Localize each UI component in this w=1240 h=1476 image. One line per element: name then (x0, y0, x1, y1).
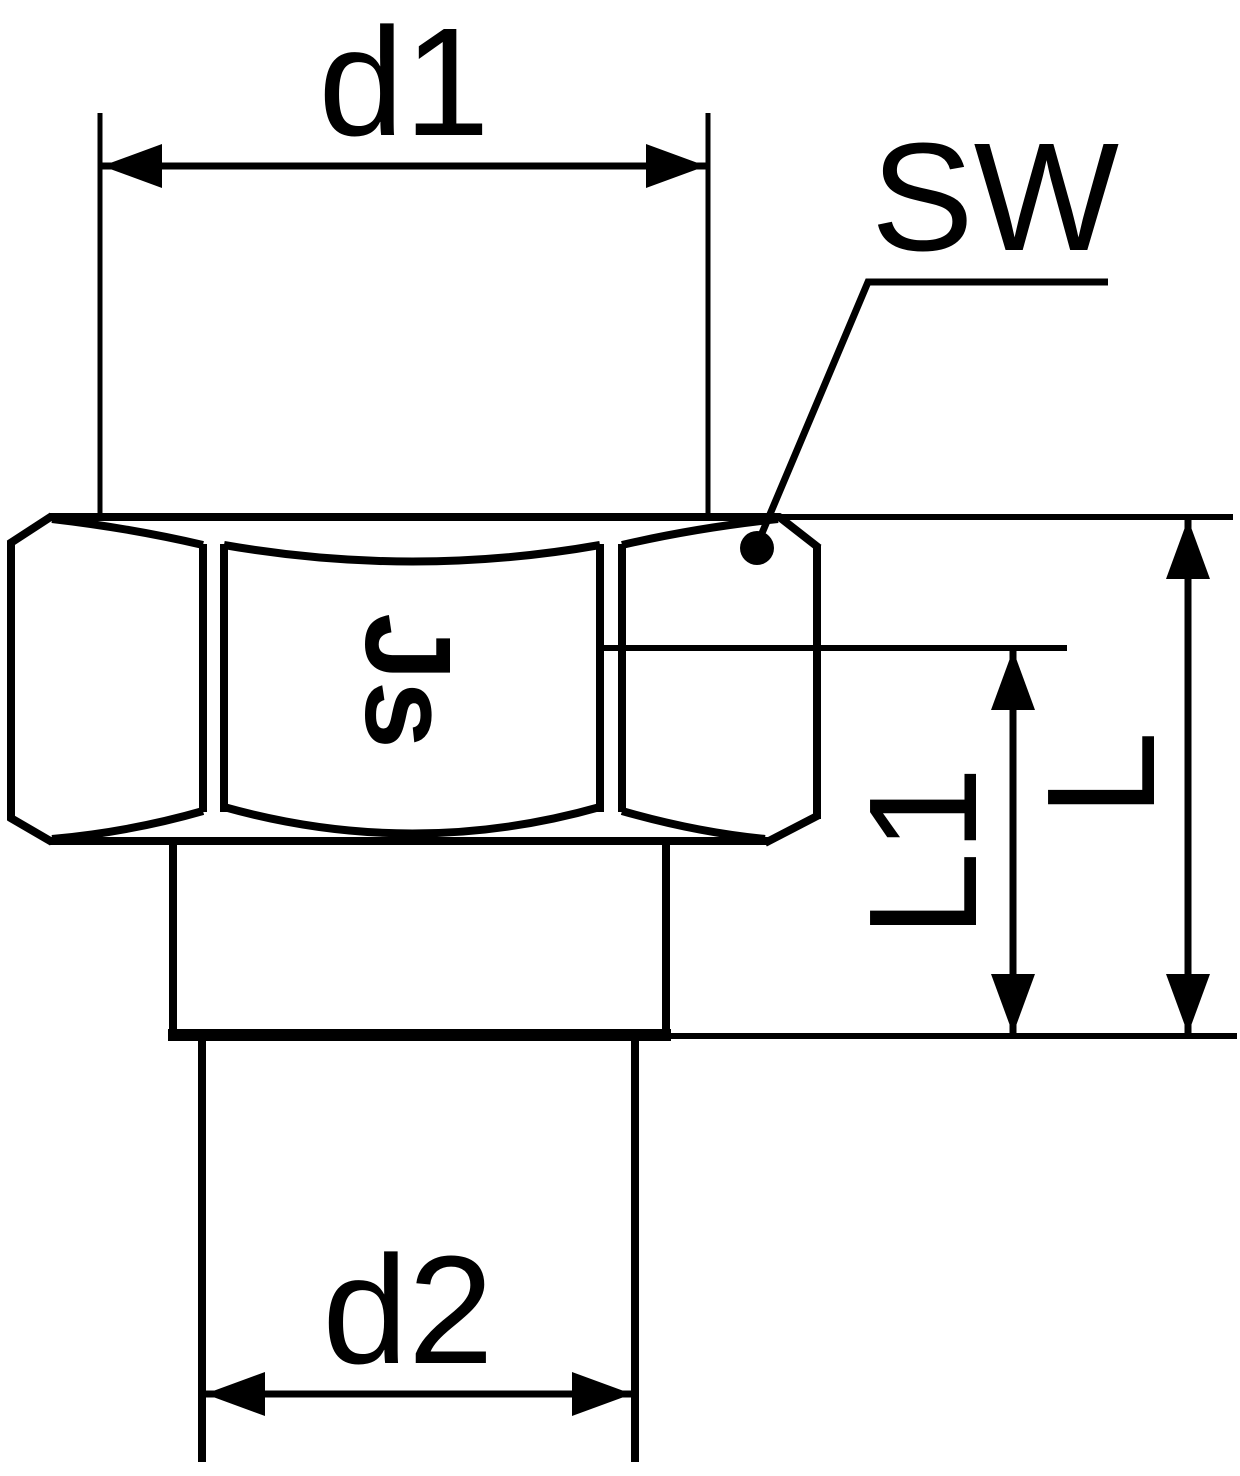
d1-arrow-left (102, 144, 162, 188)
d2-arrow-right (572, 1372, 632, 1416)
label-sw: SW (870, 111, 1120, 283)
hex-arc-bottom-right-facet (620, 807, 766, 843)
label-d2: d2 (322, 1224, 494, 1396)
dimension-L1 (600, 645, 1067, 1034)
L1-arrow-top (991, 650, 1035, 710)
label-l1: L1 (837, 766, 1009, 938)
dimension-d1 (97, 113, 711, 516)
hex-arc-top-middle-facet (223, 541, 601, 566)
hex-body-outline (6, 512, 822, 847)
label-l: L (1015, 731, 1187, 817)
stud-outline (198, 1040, 639, 1462)
hex-chamfer-top-left (6, 512, 55, 548)
collar-outline (168, 845, 671, 1041)
L-arrow-top (1166, 519, 1210, 579)
hex-chamfer-top-right (775, 512, 822, 552)
L-arrow-bottom (1166, 974, 1210, 1034)
hex-chamfer-bottom-right (763, 811, 821, 847)
hex-arc-top-left-facet (51, 515, 204, 549)
sw-leader-dot (740, 531, 774, 565)
hex-chamfer-bottom-left (6, 813, 55, 846)
manufacturer-mark: Js (340, 613, 476, 749)
hex-arc-bottom-middle-facet (222, 803, 602, 838)
hex-arc-bottom-left-facet (51, 807, 205, 843)
sw-leader-line (753, 278, 1108, 547)
label-d1: d1 (318, 0, 490, 168)
sw-leader (740, 278, 1108, 565)
d2-arrow-left (205, 1372, 265, 1416)
d1-arrow-right (646, 144, 706, 188)
dimension-L (666, 514, 1237, 1039)
dimension-d2 (205, 1372, 632, 1416)
L1-arrow-bottom (991, 974, 1035, 1034)
hex-arc-top-right-facet (621, 515, 779, 549)
